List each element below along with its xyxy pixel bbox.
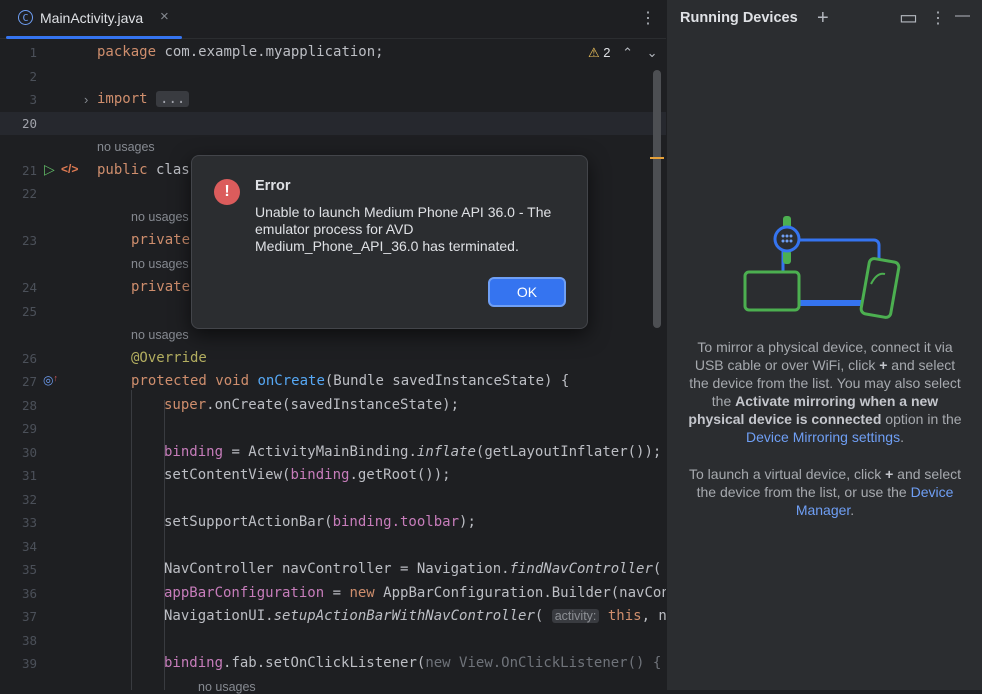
plus-icon: +: [885, 466, 894, 482]
line-number: 23: [21, 233, 37, 248]
active-tab-indicator: [6, 36, 182, 39]
inspection-widget[interactable]: ⚠ 2 ⌃ ⌄: [588, 45, 658, 61]
more-icon[interactable]: ⋮: [640, 10, 656, 27]
dialog-message: Unable to launch Medium Phone API 36.0 -…: [255, 204, 552, 254]
line-number: 29: [21, 421, 37, 436]
chevron-up-icon[interactable]: ⌃: [622, 45, 634, 60]
line-number: 26: [21, 351, 37, 366]
editor-tab-bar: C MainActivity.java × ⋮: [0, 0, 666, 39]
dialog-title: Error: [255, 178, 291, 194]
code-line: binding = ActivityMainBinding.inflate(ge…: [164, 444, 662, 460]
code-line: NavigationUI.setupActionBarWithNavContro…: [164, 608, 676, 624]
line-number: 32: [21, 492, 37, 507]
fold-expand-icon[interactable]: ›: [84, 92, 89, 107]
code-line: @Override: [131, 350, 207, 366]
indent-guide: [131, 390, 132, 690]
line-number: 33: [21, 515, 37, 530]
tab-label: MainActivity.java: [40, 10, 144, 26]
virtual-device-instructions: To launch a virtual device, click + and …: [689, 466, 961, 518]
line-number: 25: [21, 304, 37, 319]
indent-guide: [164, 400, 165, 690]
code-line: private: [131, 279, 191, 295]
code-line: protected void onCreate(Bundle savedInst…: [131, 373, 570, 389]
code-line: import ...: [97, 91, 190, 107]
usage-hint: no usages: [131, 257, 189, 271]
current-line-highlight: [0, 112, 666, 135]
more-options-icon[interactable]: ⋮: [930, 10, 946, 27]
code-line: setContentView(binding.getRoot());: [164, 467, 451, 483]
line-number: 24: [21, 280, 37, 295]
error-icon: !: [214, 179, 240, 205]
run-icon[interactable]: ▷: [44, 161, 55, 177]
override-marker-icon[interactable]: ◎↑: [43, 373, 58, 387]
line-number: 20: [21, 116, 37, 131]
layout-icon[interactable]: ▭: [899, 7, 918, 29]
code-line: private: [131, 232, 191, 248]
code-line: appBarConfiguration = new AppBarConfigur…: [164, 585, 670, 601]
code-line: NavController navController = Navigation…: [164, 561, 662, 577]
line-number: 30: [21, 445, 37, 460]
line-number: 22: [21, 186, 37, 201]
ok-button[interactable]: OK: [488, 277, 566, 307]
line-number: 36: [21, 586, 37, 601]
device-mirroring-settings-link[interactable]: Device Mirroring settings: [746, 429, 901, 445]
line-number: 37: [21, 609, 37, 624]
line-number: 31: [21, 468, 37, 483]
folded-imports[interactable]: ...: [156, 91, 190, 107]
line-number: 2: [29, 69, 37, 84]
parameter-hint: activity:: [551, 609, 600, 623]
add-device-icon[interactable]: +: [817, 7, 829, 29]
java-class-icon: C: [18, 10, 33, 25]
line-number-gutter: 1 2 3 › 20 21 ▷ </> 22 23 24 25 26 27 ◎↑…: [0, 40, 92, 690]
line-number: 39: [21, 656, 37, 671]
warning-count: 2: [603, 45, 611, 60]
code-area[interactable]: package com.example.myapplication; impor…: [0, 40, 675, 694]
line-number: 35: [21, 562, 37, 577]
line-number: 34: [21, 539, 37, 554]
usage-hint: no usages: [198, 680, 256, 694]
vertical-scrollbar[interactable]: [653, 70, 661, 328]
warning-icon: ⚠: [588, 45, 600, 60]
code-line: setSupportActionBar(binding.toolbar);: [164, 514, 476, 530]
code-line: super.onCreate(savedInstanceState);: [164, 397, 460, 413]
code-editor: C MainActivity.java × ⋮ 1 2 3 › 20 21 ▷ …: [0, 0, 676, 694]
warning-stripe-marker[interactable]: [650, 157, 664, 159]
error-dialog: ! Error Unable to launch Medium Phone AP…: [191, 155, 588, 329]
line-number: 1: [29, 45, 37, 60]
usage-hint: no usages: [131, 210, 189, 224]
usage-hint: no usages: [131, 328, 189, 342]
line-number: 38: [21, 633, 37, 648]
line-number: 28: [21, 398, 37, 413]
mirror-instructions: To mirror a physical device, connect it …: [688, 339, 962, 445]
tab-main-activity[interactable]: C MainActivity.java ×: [6, 0, 182, 39]
code-line: public clas: [97, 162, 190, 178]
usage-hint: no usages: [97, 140, 155, 154]
line-number: 27: [21, 374, 37, 389]
code-icon[interactable]: </>: [61, 162, 79, 176]
panel-title: Running Devices: [680, 10, 798, 26]
code-line: binding.fab.setOnClickListener(new View.…: [164, 655, 662, 671]
line-number: 21: [21, 163, 37, 178]
minimize-icon[interactable]: —: [955, 7, 970, 24]
plus-icon: +: [879, 357, 888, 373]
device-manager-link[interactable]: Device Manager: [795, 484, 954, 518]
devices-illustration: [743, 216, 901, 319]
close-icon[interactable]: ×: [160, 8, 169, 25]
running-devices-panel: Running Devices + ▭ ⋮ — To mirror a phys…: [666, 0, 982, 690]
code-line: package com.example.myapplication;: [97, 44, 384, 60]
line-number: 3: [29, 92, 37, 107]
chevron-down-icon[interactable]: ⌄: [646, 45, 658, 60]
